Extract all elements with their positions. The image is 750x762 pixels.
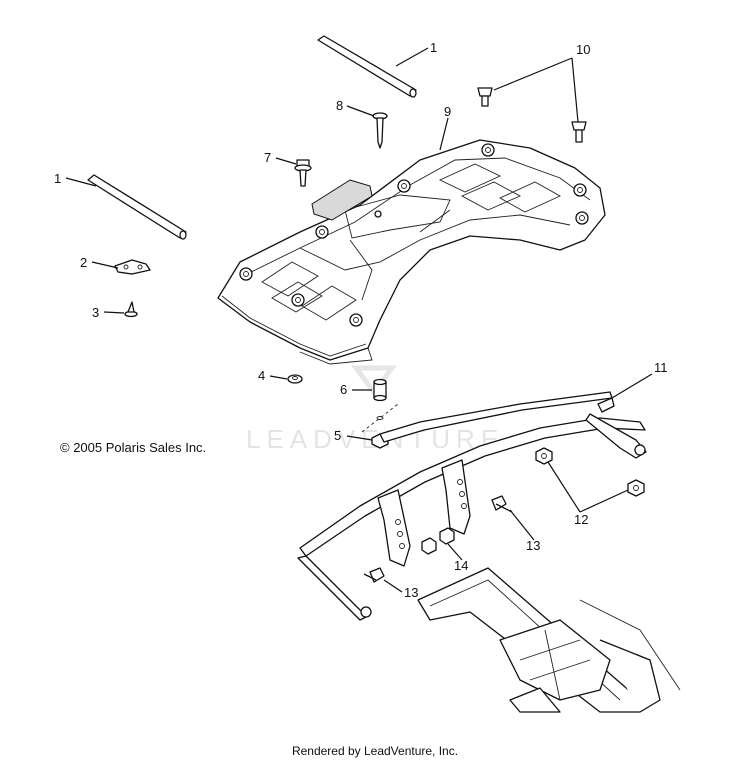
flange-bolt[interactable] xyxy=(294,159,312,187)
spacer[interactable] xyxy=(361,378,399,433)
callout-8: 8 xyxy=(336,98,343,113)
callout-14: 14 xyxy=(454,558,468,573)
footer-text: Rendered by LeadVenture, Inc. xyxy=(291,744,459,758)
push-rivet[interactable] xyxy=(124,301,138,318)
callout-1-upper: 1 xyxy=(430,40,437,55)
nut-14b[interactable] xyxy=(439,527,455,545)
bolt-13a[interactable] xyxy=(491,495,513,513)
callout-12: 12 xyxy=(574,512,588,527)
callout-13-left: 13 xyxy=(404,585,418,600)
callout-5: 5 xyxy=(334,428,341,443)
callout-9: 9 xyxy=(444,104,451,119)
copyright-text: © 2005 Polaris Sales Inc. xyxy=(60,440,207,455)
nut-12b[interactable] xyxy=(627,479,645,497)
callout-10: 10 xyxy=(576,42,590,57)
vehicle-frame xyxy=(417,567,681,713)
callout-4: 4 xyxy=(258,368,265,383)
rack-support[interactable] xyxy=(297,391,647,621)
nut-12a[interactable] xyxy=(535,447,553,465)
rod-upper[interactable] xyxy=(317,35,417,98)
callout-7: 7 xyxy=(264,150,271,165)
nut-14a[interactable] xyxy=(421,537,437,555)
callout-labels: 1 1 2 3 4 5 6 7 8 9 10 11 12 13 13 14 xyxy=(54,40,668,600)
bolt-13b[interactable] xyxy=(363,567,385,583)
rear-rack[interactable] xyxy=(217,139,606,365)
callout-2: 2 xyxy=(80,255,87,270)
callout-3: 3 xyxy=(92,305,99,320)
bolt-10b[interactable] xyxy=(571,121,587,143)
screw[interactable] xyxy=(372,112,388,149)
clip[interactable] xyxy=(114,259,151,275)
washer[interactable] xyxy=(287,374,303,384)
rod-left[interactable] xyxy=(87,174,187,240)
bolt-10a[interactable] xyxy=(477,87,493,107)
callout-6: 6 xyxy=(340,382,347,397)
callout-1-left: 1 xyxy=(54,171,61,186)
callout-13-right: 13 xyxy=(526,538,540,553)
leader-lines xyxy=(65,47,653,593)
callout-11: 11 xyxy=(654,360,668,375)
